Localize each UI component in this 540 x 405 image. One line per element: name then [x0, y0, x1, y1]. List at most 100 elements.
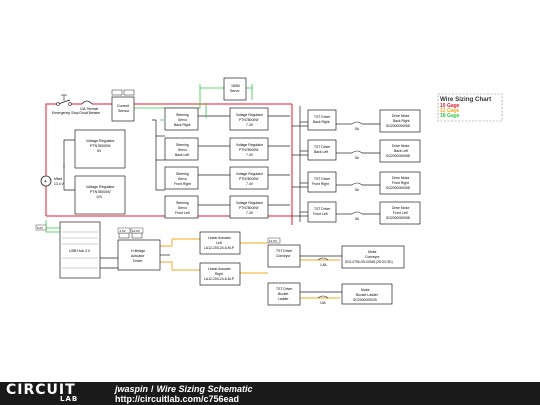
usb-hub: USB Hub 2.0 — [59, 221, 101, 279]
tst-driver-back-right: TST Driver Back Right — [307, 109, 337, 131]
svg-text:Drive Motor: Drive Motor — [392, 176, 410, 180]
tst-driver-front-left: TST Driver Front Left — [307, 201, 337, 223]
svg-text:Front Right: Front Right — [312, 182, 329, 186]
svg-text:Motor: Motor — [368, 250, 378, 254]
voltage-regulator-5v: Voltage Regulator PTN78000W 5V — [74, 129, 126, 169]
schematic-name: Wire Sizing Schematic — [156, 384, 253, 394]
svg-text:5A: 5A — [355, 188, 360, 192]
svg-text:PTN78000W: PTN78000W — [239, 177, 259, 181]
voltage-regulator-12v: Voltage Regulator PTN78000W 12V — [74, 175, 126, 215]
schematic-title: jwaspin/Wire Sizing Schematic — [115, 384, 253, 394]
battery-label-1: Mfwd — [54, 177, 62, 181]
svg-text:Linear Actuator: Linear Actuator — [208, 236, 232, 240]
footer-bar: CIRCUIT LAB jwaspin/Wire Sizing Schemati… — [0, 382, 540, 405]
servo-16sb: 16SB Servo — [223, 77, 247, 101]
svg-text:Front Right: Front Right — [392, 181, 409, 185]
voltage-regulator-7v4-4: Voltage Regulator PTN78000W 7.4V — [229, 195, 269, 219]
conveyor-ladder-fuses: 1.8A 10A — [317, 257, 329, 305]
svg-text:Steering: Steering — [176, 201, 189, 205]
svg-text:TST Driver: TST Driver — [276, 287, 293, 291]
svg-text:Servo: Servo — [178, 148, 187, 152]
drive-motor-back-right: Drive Motor Back Right SG2000000068 — [379, 109, 421, 133]
tst-driver-back-left: TST Driver Back Left — [307, 139, 337, 161]
svg-text:Drive Motor: Drive Motor — [392, 206, 410, 210]
current-sensor-label-1: Current — [117, 104, 129, 108]
estop-label: Emergency Stop — [52, 111, 79, 115]
svg-text:12.0V: 12.0V — [269, 239, 277, 243]
breaker-label-1: 10A Thermal — [80, 107, 98, 111]
svg-text:SG2000000068: SG2000000068 — [386, 124, 410, 128]
svg-text:PTN78000W: PTN78000W — [239, 206, 259, 210]
h-bridge-driver: H-Bridge Actuator Driver — [117, 232, 161, 271]
svg-text:5A: 5A — [355, 156, 360, 160]
svg-text:7.4V: 7.4V — [246, 211, 254, 215]
svg-text:H-Bridge: H-Bridge — [131, 249, 145, 253]
svg-text:TST Driver: TST Driver — [276, 249, 293, 253]
vreg5-label-1: Voltage Regulator — [86, 139, 115, 143]
svg-text:Servo: Servo — [178, 118, 187, 122]
svg-text:Bucket: Bucket — [278, 292, 288, 296]
svg-text:Steering: Steering — [176, 143, 189, 147]
svg-text:5A: 5A — [355, 127, 360, 131]
servo-16sb-label-2: Servo — [230, 89, 239, 93]
svg-text:1.8A: 1.8A — [320, 263, 327, 267]
fuse-labels: 5A 5A 5A 5A — [355, 127, 360, 221]
circuit-breaker: 10A Thermal Circuit Breaker — [79, 100, 101, 115]
servo-16sb-label-1: 16SB — [231, 84, 240, 88]
svg-text:LA12-200-24-6-M-P: LA12-200-24-6-M-P — [204, 246, 235, 250]
svg-text:Voltage Regulator: Voltage Regulator — [236, 172, 264, 176]
steering-servo-front-right: Steering Servo Front Right — [164, 166, 199, 190]
circuitlab-logo: CIRCUIT — [6, 382, 76, 398]
svg-text:Back Right: Back Right — [174, 123, 190, 127]
legend-item-12-gage: 12 Gage — [440, 108, 460, 114]
usb-hub-label: USB Hub 2.0 — [69, 249, 90, 253]
svg-text:Right: Right — [215, 272, 223, 276]
svg-text:Voltage Regulator: Voltage Regulator — [236, 143, 264, 147]
svg-text:7.4V: 7.4V — [246, 182, 254, 186]
author-name[interactable]: jwaspin — [115, 384, 149, 394]
vreg12-label-1: Voltage Regulator — [86, 185, 115, 189]
svg-text:5A: 5A — [355, 217, 360, 221]
tst-driver-front-right: TST Driver Front Right — [307, 171, 337, 193]
battery: + Mfwd 13.4 V — [40, 175, 65, 187]
svg-text:Conveyor: Conveyor — [365, 255, 380, 259]
svg-text:Driver: Driver — [133, 259, 143, 263]
linear-actuator-left: Linear Actuator Left LA12-200-24-6-M-P — [199, 231, 241, 255]
svg-text:Back Left: Back Left — [314, 150, 328, 154]
svg-text:Drive Motor: Drive Motor — [392, 144, 410, 148]
drive-motor-front-left: Drive Motor Front Left SG2000000068 — [379, 201, 421, 225]
emergency-stop: Emergency Stop — [52, 94, 79, 115]
svg-text:TST Driver: TST Driver — [314, 145, 331, 149]
svg-text:Front Left: Front Left — [393, 211, 408, 215]
wires-ground — [63, 106, 380, 293]
wires-18-gage — [36, 84, 253, 233]
current-sensor: Current Sensor — [111, 89, 135, 122]
svg-text:5.0V: 5.0V — [37, 226, 43, 230]
svg-text:2.5V: 2.5V — [120, 229, 126, 233]
svg-text:SG2000000068: SG2000000068 — [386, 216, 410, 220]
svg-text:Steering: Steering — [176, 113, 189, 117]
svg-text:Front Left: Front Left — [313, 212, 328, 216]
svg-text:SG2000000068: SG2000000068 — [386, 154, 410, 158]
vreg5-label-2: PTN78000W — [90, 144, 111, 148]
svg-text:Front Right: Front Right — [174, 182, 191, 186]
svg-text:Back Left: Back Left — [175, 153, 189, 157]
svg-text:SG2-0795-0SI-00649 (28 OG 5D): SG2-0795-0SI-00649 (28 OG 5D) — [345, 260, 393, 264]
motor-conveyor: Motor Conveyor SG2-0795-0SI-00649 (28 OG… — [341, 245, 405, 269]
svg-text:Voltage Regulator: Voltage Regulator — [236, 201, 264, 205]
svg-text:Conveyor: Conveyor — [276, 254, 291, 258]
schematic-url[interactable]: http://circuitlab.com/c756ead — [115, 394, 240, 404]
svg-text:PTN78000W: PTN78000W — [239, 148, 259, 152]
svg-text:7.4V: 7.4V — [246, 123, 254, 127]
breaker-label-2: Circuit Breaker — [79, 111, 101, 115]
steering-servo-back-left: Steering Servo Back Left — [164, 137, 199, 161]
svg-text:Servo: Servo — [178, 206, 187, 210]
vreg5-label-3: 5V — [97, 149, 102, 153]
svg-text:SG2000000068: SG2000000068 — [386, 186, 410, 190]
svg-text:TST Driver: TST Driver — [314, 115, 331, 119]
legend-title: Wire Sizing Chart — [440, 96, 491, 103]
svg-text:Front Left: Front Left — [175, 211, 190, 215]
current-sensor-label-2: Sensor — [118, 109, 130, 113]
svg-text:Drive Motor: Drive Motor — [392, 114, 410, 118]
svg-text:Back Right: Back Right — [313, 120, 329, 124]
